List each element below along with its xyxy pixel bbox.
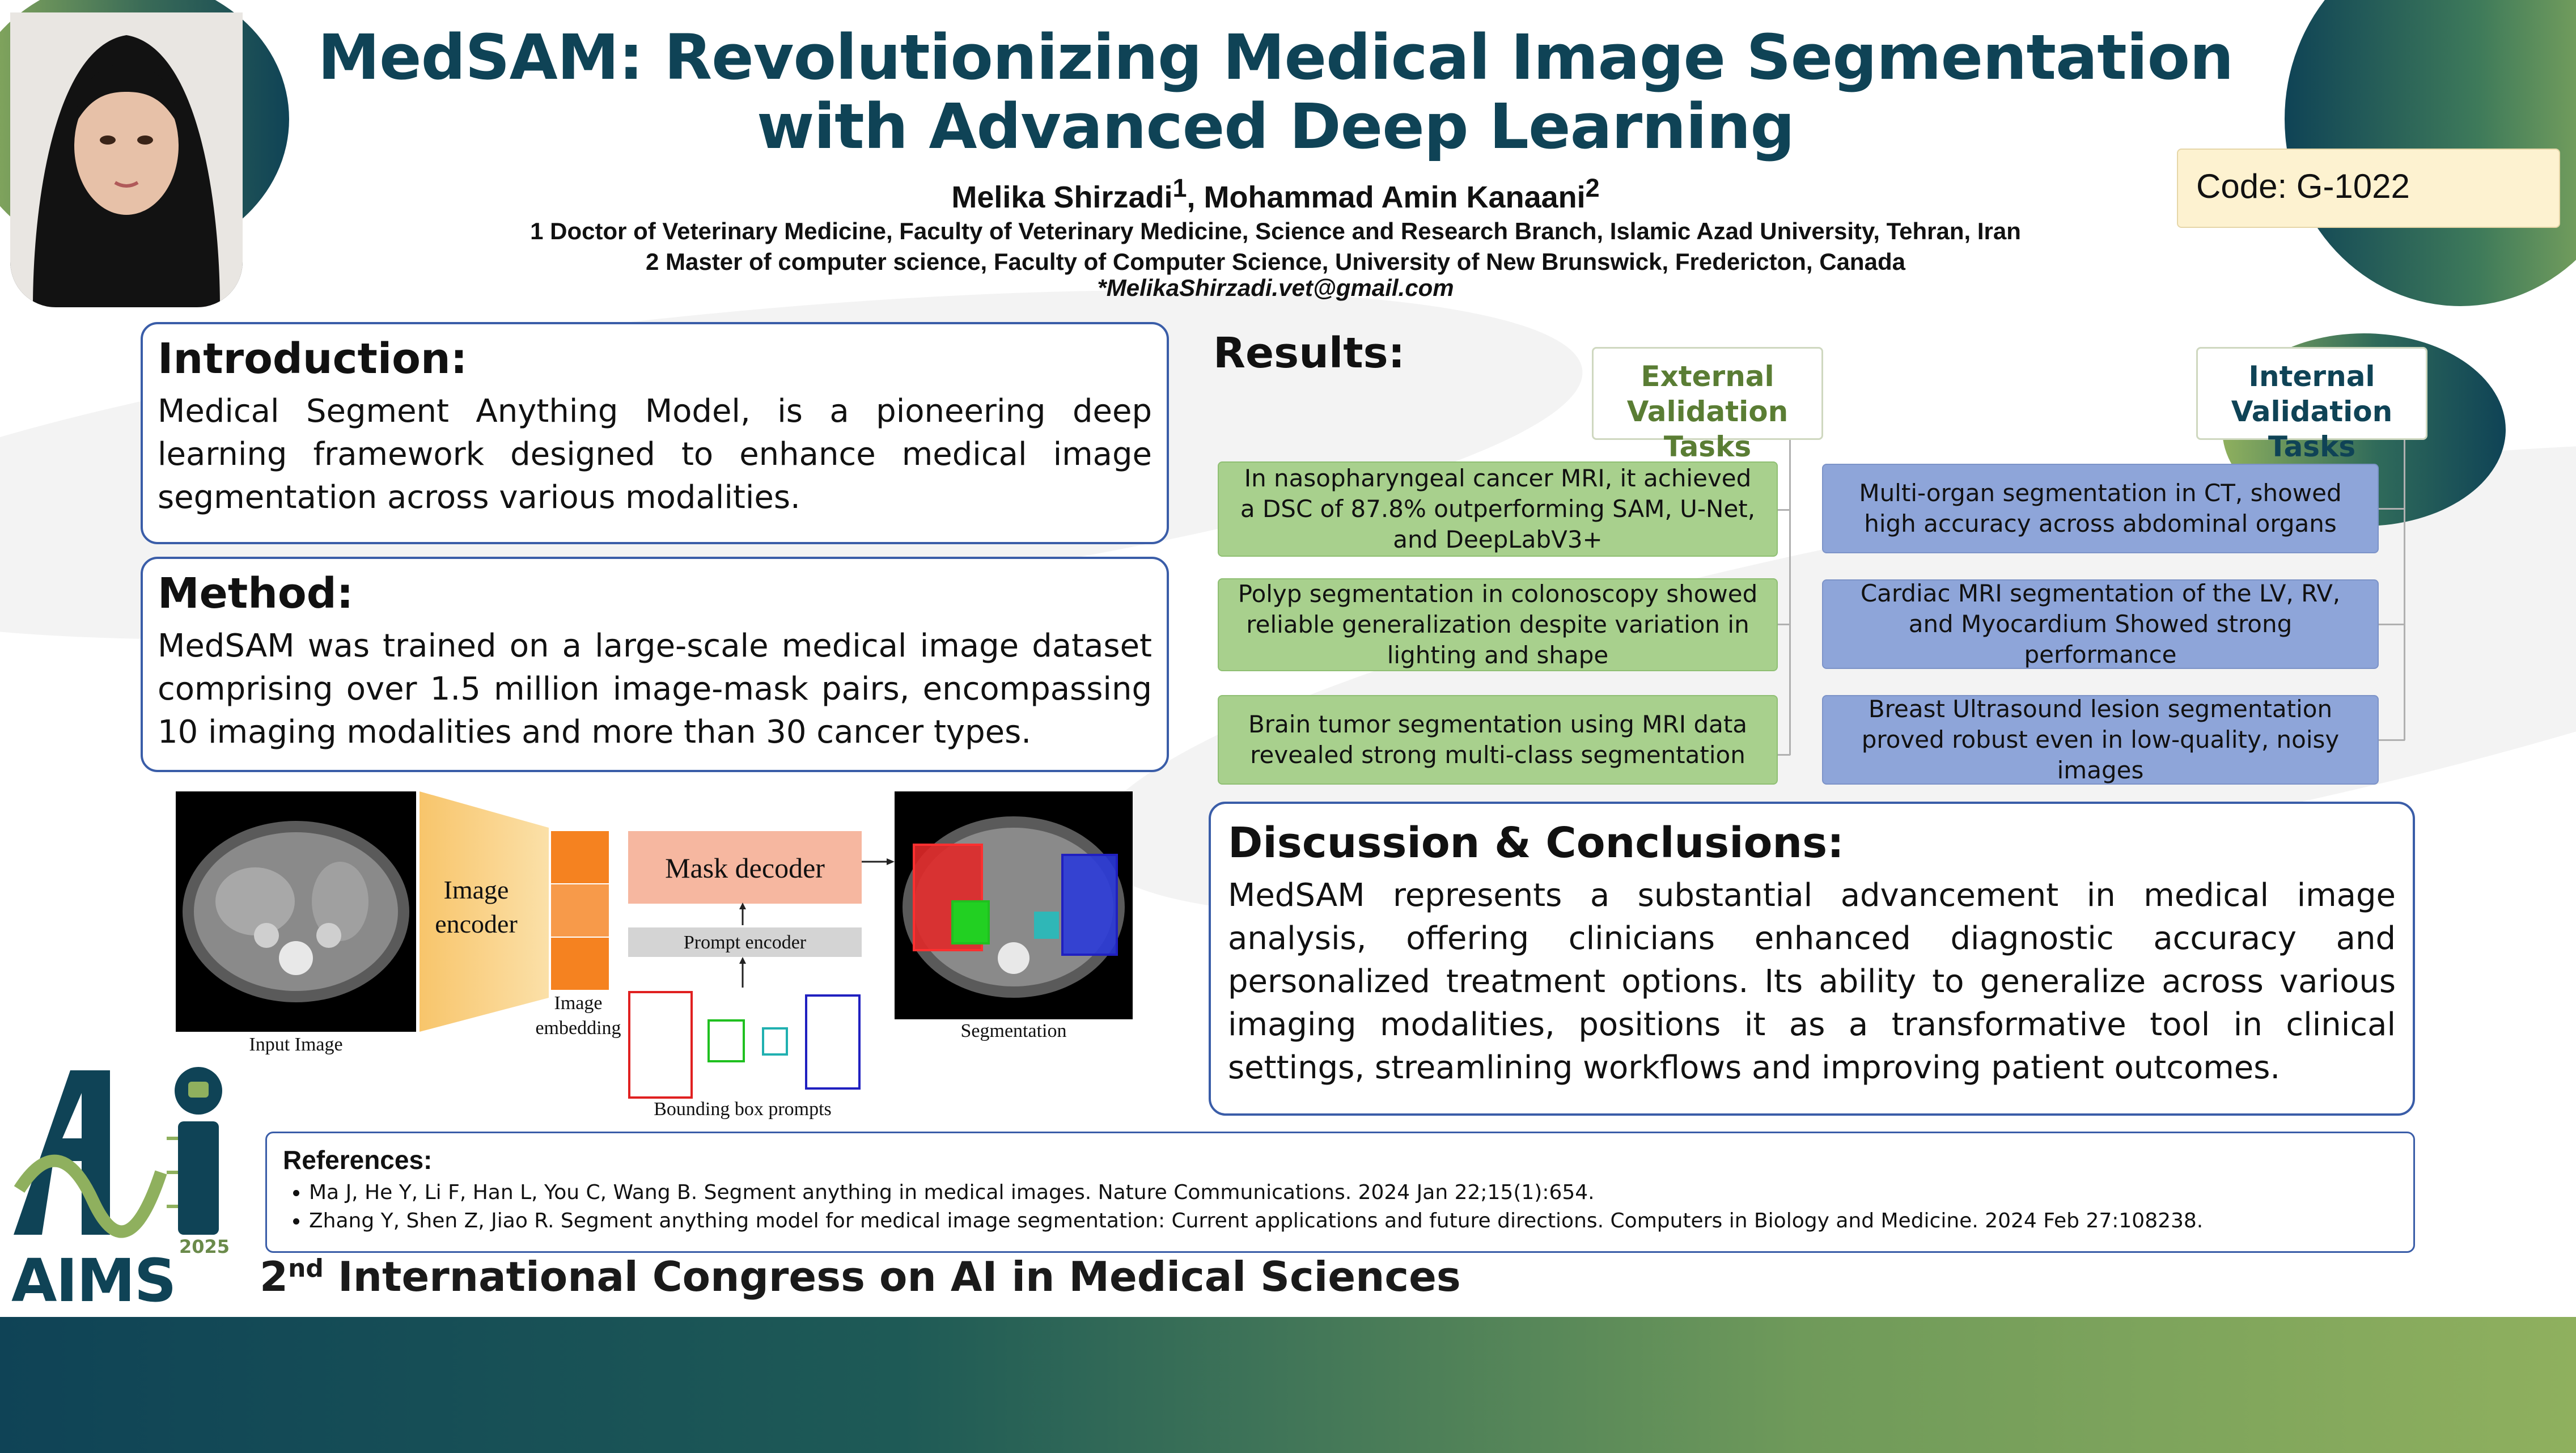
medsam-architecture-figure: Input Image Image encoder Image embeddin… (170, 788, 1145, 1128)
segmentation-label: Segmentation (960, 1020, 1067, 1041)
internal-heading-line2: Validation Tasks (2231, 395, 2393, 463)
introduction-body: Medical Segment Anything Model, is a pio… (158, 393, 1152, 516)
results-heading: Results: (1213, 329, 1405, 378)
prompt-encoder-label: Prompt encoder (683, 932, 807, 953)
poster-title: MedSAM: Revolutionizing Medical Image Se… (317, 21, 2234, 163)
references-list: Ma J, He Y, Li F, Han L, You C, Wang B. … (283, 1179, 2397, 1235)
internal-tree-branch (2379, 508, 2405, 510)
mask-decoder-label: Mask decoder (665, 852, 825, 884)
method-body: MedSAM was trained on a large-scale medi… (158, 628, 1152, 751)
method-heading: Method: (158, 569, 354, 618)
input-image-label: Input Image (249, 1034, 343, 1055)
external-heading-line2: Validation Tasks (1626, 395, 1789, 463)
congress-ordinal: 2 (260, 1253, 289, 1301)
image-embedding-label: Image embedding (522, 991, 635, 1041)
discussion-section: Discussion & Conclusions: MedSAM represe… (1209, 802, 2415, 1116)
image-embedding-label-line1: Image (554, 993, 603, 1014)
external-heading-line1: External (1641, 360, 1774, 393)
introduction-section: Introduction: Medical Segment Anything M… (141, 322, 1169, 544)
external-tree-trunk (1789, 440, 1791, 755)
reference-item: Zhang Y, Shen Z, Jiao R. Segment anythin… (309, 1207, 2397, 1235)
internal-tree-branch (2379, 624, 2405, 625)
introduction-heading: Introduction: (158, 334, 468, 383)
internal-tree-branch (2379, 739, 2405, 741)
image-embedding-label-line2: embedding (535, 1018, 621, 1039)
aims-logo-text: AIMS (11, 1246, 177, 1315)
author-2-sup: 2 (1585, 173, 1600, 202)
poster-code: Code: G-1022 (2177, 149, 2560, 228)
internal-result-3: Breast Ultrasound lesion segmentation pr… (1822, 695, 2379, 785)
author-1-sup: 1 (1172, 173, 1187, 202)
portrait-illustration (10, 12, 243, 307)
internal-result-2: Cardiac MRI segmentation of the LV, RV, … (1822, 579, 2379, 669)
affiliation-1: 1 Doctor of Veterinary Medicine, Faculty… (530, 218, 2021, 244)
image-encoder-label-line1: Image (443, 875, 509, 904)
internal-validation-heading: Internal Validation Tasks (2196, 347, 2427, 463)
external-tree-branch (1778, 624, 1790, 625)
internal-heading-line1: Internal (2248, 360, 2375, 393)
congress-name: 2nd International Congress on AI in Medi… (260, 1253, 1461, 1301)
architecture-diagram (176, 791, 1133, 1099)
discussion-heading: Discussion & Conclusions: (1228, 819, 1844, 867)
author-1: Melika Shirzadi (951, 180, 1173, 214)
aims-logo-year: 2025 (179, 1236, 230, 1257)
image-encoder-label-line2: encoder (435, 909, 518, 938)
author-photo (10, 12, 243, 307)
internal-tree-trunk (2404, 440, 2405, 740)
reference-item: Ma J, He Y, Li F, Han L, You C, Wang B. … (309, 1179, 2397, 1207)
congress-ordinal-suffix: nd (288, 1254, 324, 1283)
discussion-body: MedSAM represents a substantial advancem… (1228, 877, 2396, 1086)
affiliation-2: 2 Master of computer science, Faculty of… (646, 248, 1905, 275)
external-result-2: Polyp segmentation in colonoscopy showed… (1218, 578, 1778, 671)
aims-logo: 2025 AIMS (8, 1059, 230, 1315)
congress-title: International Congress on AI in Medical … (323, 1253, 1461, 1301)
authors: Melika Shirzadi1, Mohammad Amin Kanaani2 (317, 173, 2234, 215)
image-encoder-label: Image encoder (420, 873, 533, 941)
references-heading: References: (283, 1145, 433, 1175)
contact-email: *MelikaShirzadi.vet@gmail.com (1097, 274, 1454, 301)
aims-logo-mark-icon (14, 1067, 222, 1238)
bounding-box-prompts-label: Bounding box prompts (654, 1099, 832, 1120)
footer-bar (0, 1317, 2576, 1453)
author-2: , Mohammad Amin Kanaani (1187, 180, 1586, 214)
external-tree-branch (1778, 509, 1790, 511)
method-section: Method: MedSAM was trained on a large-sc… (141, 557, 1169, 772)
external-tree-branch (1778, 754, 1790, 756)
external-result-3: Brain tumor segmentation using MRI data … (1218, 695, 1778, 785)
references-section: References: Ma J, He Y, Li F, Han L, You… (265, 1132, 2415, 1253)
internal-result-1: Multi-organ segmentation in CT, showed h… (1822, 464, 2379, 553)
external-result-1: In nasopharyngeal cancer MRI, it achieve… (1218, 461, 1778, 557)
external-validation-heading: External Validation Tasks (1592, 347, 1823, 463)
